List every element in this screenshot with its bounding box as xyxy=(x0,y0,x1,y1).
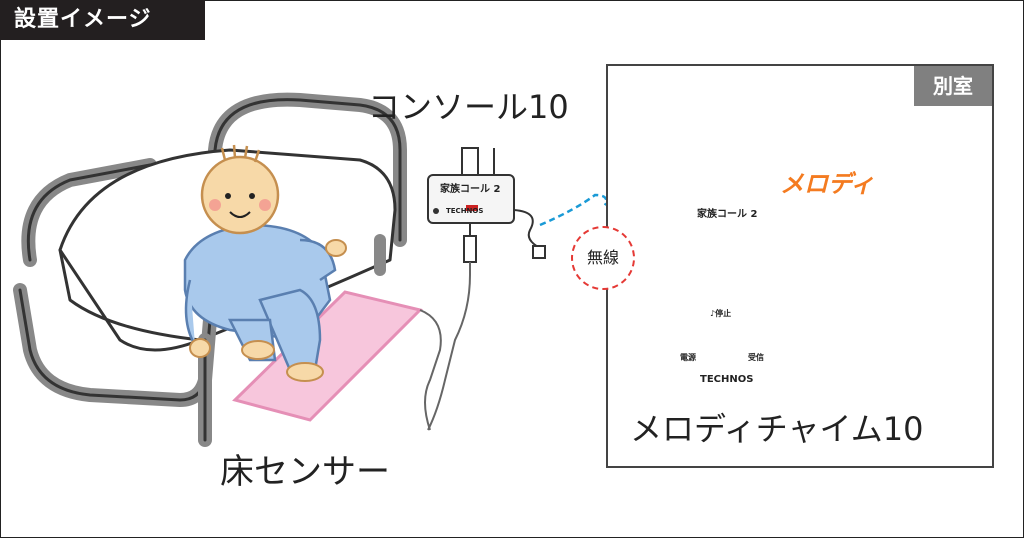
room-label: 別室 xyxy=(914,66,992,106)
console-brand: TECHNOS xyxy=(446,207,484,215)
melody-label: メロディ xyxy=(780,170,875,198)
chime-power-label: 電源 xyxy=(680,353,696,362)
floor-sensor-label: 床センサー xyxy=(220,452,390,492)
chime-brand: TECHNOS xyxy=(700,374,754,385)
chime-stop-label: ♪停止 xyxy=(710,309,732,318)
console-label: コンソール10 xyxy=(368,88,569,126)
chime-face-label: 家族コール 2 xyxy=(697,209,758,220)
console-face-label: 家族コール 2 xyxy=(440,184,501,195)
console-device xyxy=(427,147,546,431)
chime-signal-label: 受信 xyxy=(748,353,764,362)
melody-chime-label: メロディチャイム10 xyxy=(630,410,924,448)
elderly-person xyxy=(183,144,347,382)
title-tab: 設置イメージ xyxy=(0,0,205,40)
wireless-badge: 無線 xyxy=(571,226,635,290)
